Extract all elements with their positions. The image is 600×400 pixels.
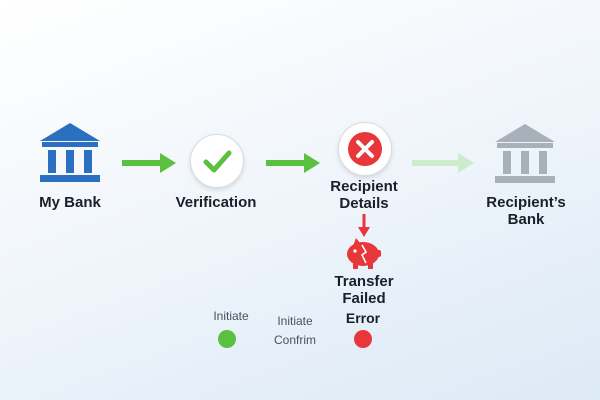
step-label-recipients-bank-line2: Bank [507,211,545,228]
arrow-right-icon [266,153,320,173]
legend-green-dot [218,330,236,348]
step-label-verification: Verification [175,194,257,211]
legend-error-label: Error [345,310,381,326]
x-icon [348,132,382,166]
piggy-bank-icon [347,238,381,269]
legend-initiate-label: Initiate [213,309,249,323]
transfer-failed-line2: Failed [342,290,386,307]
transfer-failed-line1: Transfer [334,273,394,290]
recipient-details-step-circle [338,122,392,176]
legend-initiate-confirm-label: Initiate Confrim [260,312,330,350]
check-icon [203,150,232,173]
step-label-recipients-bank-line1: Recipient’s [486,194,566,211]
arrow-right-icon [122,153,176,173]
verification-step-circle [190,134,244,188]
legend-initiate-confirm-line1: Initiate [277,314,313,328]
step-label-recipient-details: Recipient Details [314,178,414,212]
step-label-recipient-details-line1: Recipient [330,178,398,195]
arrow-right-icon-faded [412,153,474,173]
legend-initiate-confirm-line2: Confrim [273,333,316,347]
legend-red-dot [354,330,372,348]
step-label-recipient-details-line2: Details [339,195,389,212]
arrow-down-icon [358,214,370,237]
step-label-my-bank: My Bank [39,194,101,211]
bank-icon [40,123,100,182]
step-label-recipients-bank: Recipient’s Bank [476,194,576,228]
transfer-failed-label: Transfer Failed [314,273,414,307]
bank-icon-disabled [495,124,555,183]
